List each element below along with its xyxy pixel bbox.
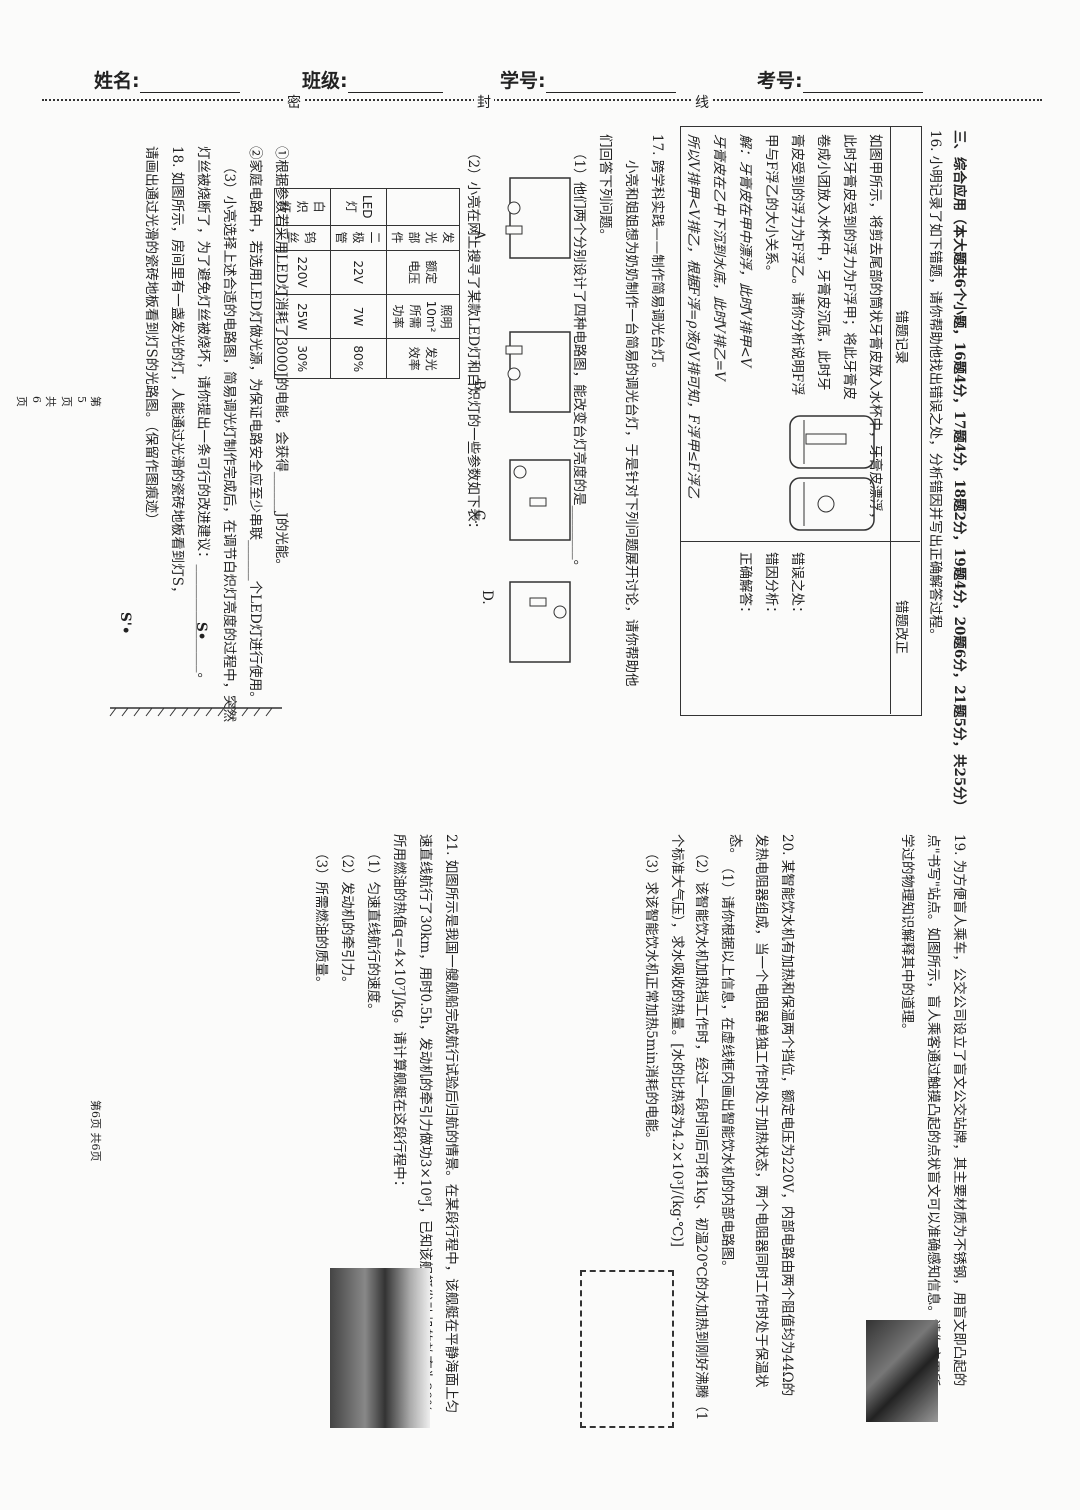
name-label: 姓名:	[94, 70, 140, 92]
circuit-b	[505, 331, 571, 413]
q21-part1: （1）匀速直线航行的速度。	[365, 846, 381, 1017]
q20-part2: （2）该智能饮水机加热挡工作时，经过一段时间后可将1kg、初温20℃的水加热到刚…	[693, 846, 709, 1421]
q16-table	[680, 126, 922, 716]
name-field: 姓名:	[94, 66, 240, 93]
q20-part3: （3）求该智能饮水机正常加热5min消耗的电能。	[643, 846, 659, 1146]
q16-table-divider	[680, 541, 920, 542]
circuit-label-b: B.	[471, 380, 487, 395]
page-6-footer: 第6页 共6页	[89, 1100, 102, 1162]
q17-led-light-energy: ①根据参数若采用LED灯消耗了3000J的电能，会获得______J的光能。	[273, 146, 289, 572]
q16-table-header-line	[890, 126, 891, 714]
q20-part2-cont: 个标准大气压），求水吸收的热量。[水的比热容为4.2×10³J/(kg·℃)]	[669, 834, 685, 1247]
table-row: 发光部件额定电压照明10m²所需功率发光效率	[386, 188, 460, 379]
q21-text-3: 所用燃油的热值q=4×10⁷J/kg。请计算舰艇在这段行程中：	[391, 834, 407, 1194]
q16-right-header: 错题改正	[893, 600, 909, 654]
table-cell: 7W	[330, 294, 387, 339]
exam-number-field: 考号:	[757, 66, 923, 93]
q20-text-2: 发热电阻器组成，当一个电阻器单独工作时处于加热状态，两个电阻器同时工作时处于保温…	[753, 834, 769, 1388]
q21-part3: （3）所需燃油的质量。	[313, 846, 329, 990]
circuit-a	[505, 177, 571, 259]
q18-text-cont: 请画出通过光滑的瓷砖地板看到灯S的光路图。（保留作图痕迹）	[143, 146, 159, 527]
exam-number-label: 考号:	[757, 70, 803, 92]
table-cell: 额定电压	[386, 250, 460, 295]
q17-led-series: ②家庭电路中，若选用LED灯做光源，为保证电路安全应至少串联______个LED…	[247, 146, 263, 705]
class-field: 班级:	[302, 66, 443, 93]
q18-eye-mark: S'•	[117, 612, 133, 635]
q16-err-location: 错误之处：	[789, 552, 805, 620]
braille-sign-photo	[866, 1320, 938, 1422]
student-id-field: 学号:	[500, 66, 676, 93]
student-id-label: 学号:	[500, 70, 546, 92]
q17-part2: （2）小亮在网上搜寻了某款LED灯和白炽灯的一些参数如下表：	[465, 146, 481, 536]
table-cell: 80%	[330, 338, 387, 379]
q16-correct-answer: 正确解答：	[737, 552, 753, 620]
page-5-footer: 第5页 共6页	[15, 396, 102, 407]
q16-problem-3: 卷成小团放入水杯中，牙膏皮沉底，此时牙	[815, 134, 831, 391]
q16-solution-1: 解：牙膏皮在甲中漂浮，此时V排甲<V	[737, 134, 753, 368]
q21-part2: （2）发动机的牵引力。	[339, 846, 355, 990]
seal-mark-xian: 线	[692, 92, 712, 112]
q16-solution-3: 所以V排甲<V排乙，根据F浮=ρ液gV排可知，F浮甲≤F浮乙	[685, 134, 701, 499]
q18-floor-surface	[109, 707, 282, 717]
q19-text-2: 点"书写"站点。如图所示，盲人乘客通过触摸凸起的点状盲文可以准确感知信息。请你应…	[925, 834, 941, 1387]
q16-intro: 16. 小明记录了如下错题，请你帮助他找出错误之处，分析错因并写出正确解答过程。	[927, 130, 943, 642]
name-blank[interactable]	[139, 92, 240, 93]
section-title: 三、综合应用（本大题共6个小题，16题4分，17题4分，18题2分，19题4分，…	[951, 130, 967, 814]
beaker-figures	[789, 415, 875, 531]
seal-mark-feng: 封	[474, 92, 494, 112]
exam-number-blank[interactable]	[802, 92, 923, 93]
table-cell: LED灯	[330, 188, 387, 226]
q17-title: 17. 跨学科实践——制作简易调光台灯。	[649, 134, 665, 376]
q20-part1: （1）请你根据以上信息，在虚线框内画出智能饮水机的内部电路图。	[719, 860, 735, 1274]
q16-solution-2: 牙膏皮在乙中下沉到水底，此时V排乙=V	[711, 134, 727, 381]
warship-photo	[330, 1268, 430, 1428]
table-cell	[386, 188, 460, 226]
q16-err-analysis: 错因分析：	[763, 552, 779, 620]
table-cell: 22V	[330, 250, 387, 295]
q20-text-3: 态。	[727, 834, 743, 861]
circuit-c	[509, 459, 571, 541]
q20-circuit-drawing-box[interactable]	[580, 1270, 674, 1428]
class-blank[interactable]	[347, 92, 443, 93]
seal-mark-mi: 密	[284, 92, 304, 112]
q16-left-header: 错题记录	[893, 310, 909, 364]
table-cell: 照明10m²所需功率	[386, 294, 460, 339]
q17-intro-cont: 们回答下列问题。	[597, 134, 613, 242]
q17-intro: 小亮和姐姐想为奶奶制作一台简易的调光台灯，于是针对下列问题展开讨论，请你帮助他	[623, 160, 639, 687]
q20-text-1: 20. 某智能饮水机有加热和保温两个挡位，额定电压为220V，内部电路由两个阻值…	[779, 834, 795, 1397]
circuit-label-a: A.	[471, 230, 487, 245]
table-cell: 发光效率	[386, 338, 460, 379]
circuit-label-c: C.	[471, 510, 487, 525]
class-label: 班级:	[302, 70, 348, 92]
circuit-d	[509, 581, 571, 663]
table-cell: 二极管	[330, 225, 387, 251]
q16-problem-5: 甲与F浮乙的大小关系。	[763, 134, 779, 279]
q17-part3: （3）小亮选择上述合适的电路图，简易调光灯制作完成后，在调节白炽灯亮度的过程中，…	[221, 160, 237, 723]
q19-text-3: 学过的物理知识解释其中的道理。	[899, 834, 915, 1037]
q17-part3-cont: 灯丝被烧断了，为了避免灯丝被烧坏，请你提出一条可行的改进建议：_________…	[195, 146, 211, 686]
seal-line	[42, 99, 1042, 101]
q16-problem-4: 膏皮受到的浮力为F浮乙。请你分析说明F浮	[789, 134, 805, 396]
q18-text: 18. 如图所示，房间里有一盏发光的灯，人能通过光滑的瓷砖地板看到灯S，	[169, 146, 185, 600]
q18-lamp-s: S•	[193, 622, 209, 641]
circuit-label-d: D.	[479, 590, 495, 605]
q16-problem-2: 此时牙膏皮受到的浮力为F浮甲；将此牙膏皮	[841, 134, 857, 400]
student-id-blank[interactable]	[545, 92, 676, 93]
q19-text-1: 19. 为方便盲人乘车，公交公司设立了盲文公交站牌，其主要材质为不锈钢，用盲文即…	[951, 834, 967, 1387]
table-cell: 发光部件	[386, 225, 460, 251]
q21-text-1: 21. 如图所示是我国一艘舰船完成航行试验后归航的情景。在某段行程中，该舰艇在平…	[443, 834, 459, 1414]
